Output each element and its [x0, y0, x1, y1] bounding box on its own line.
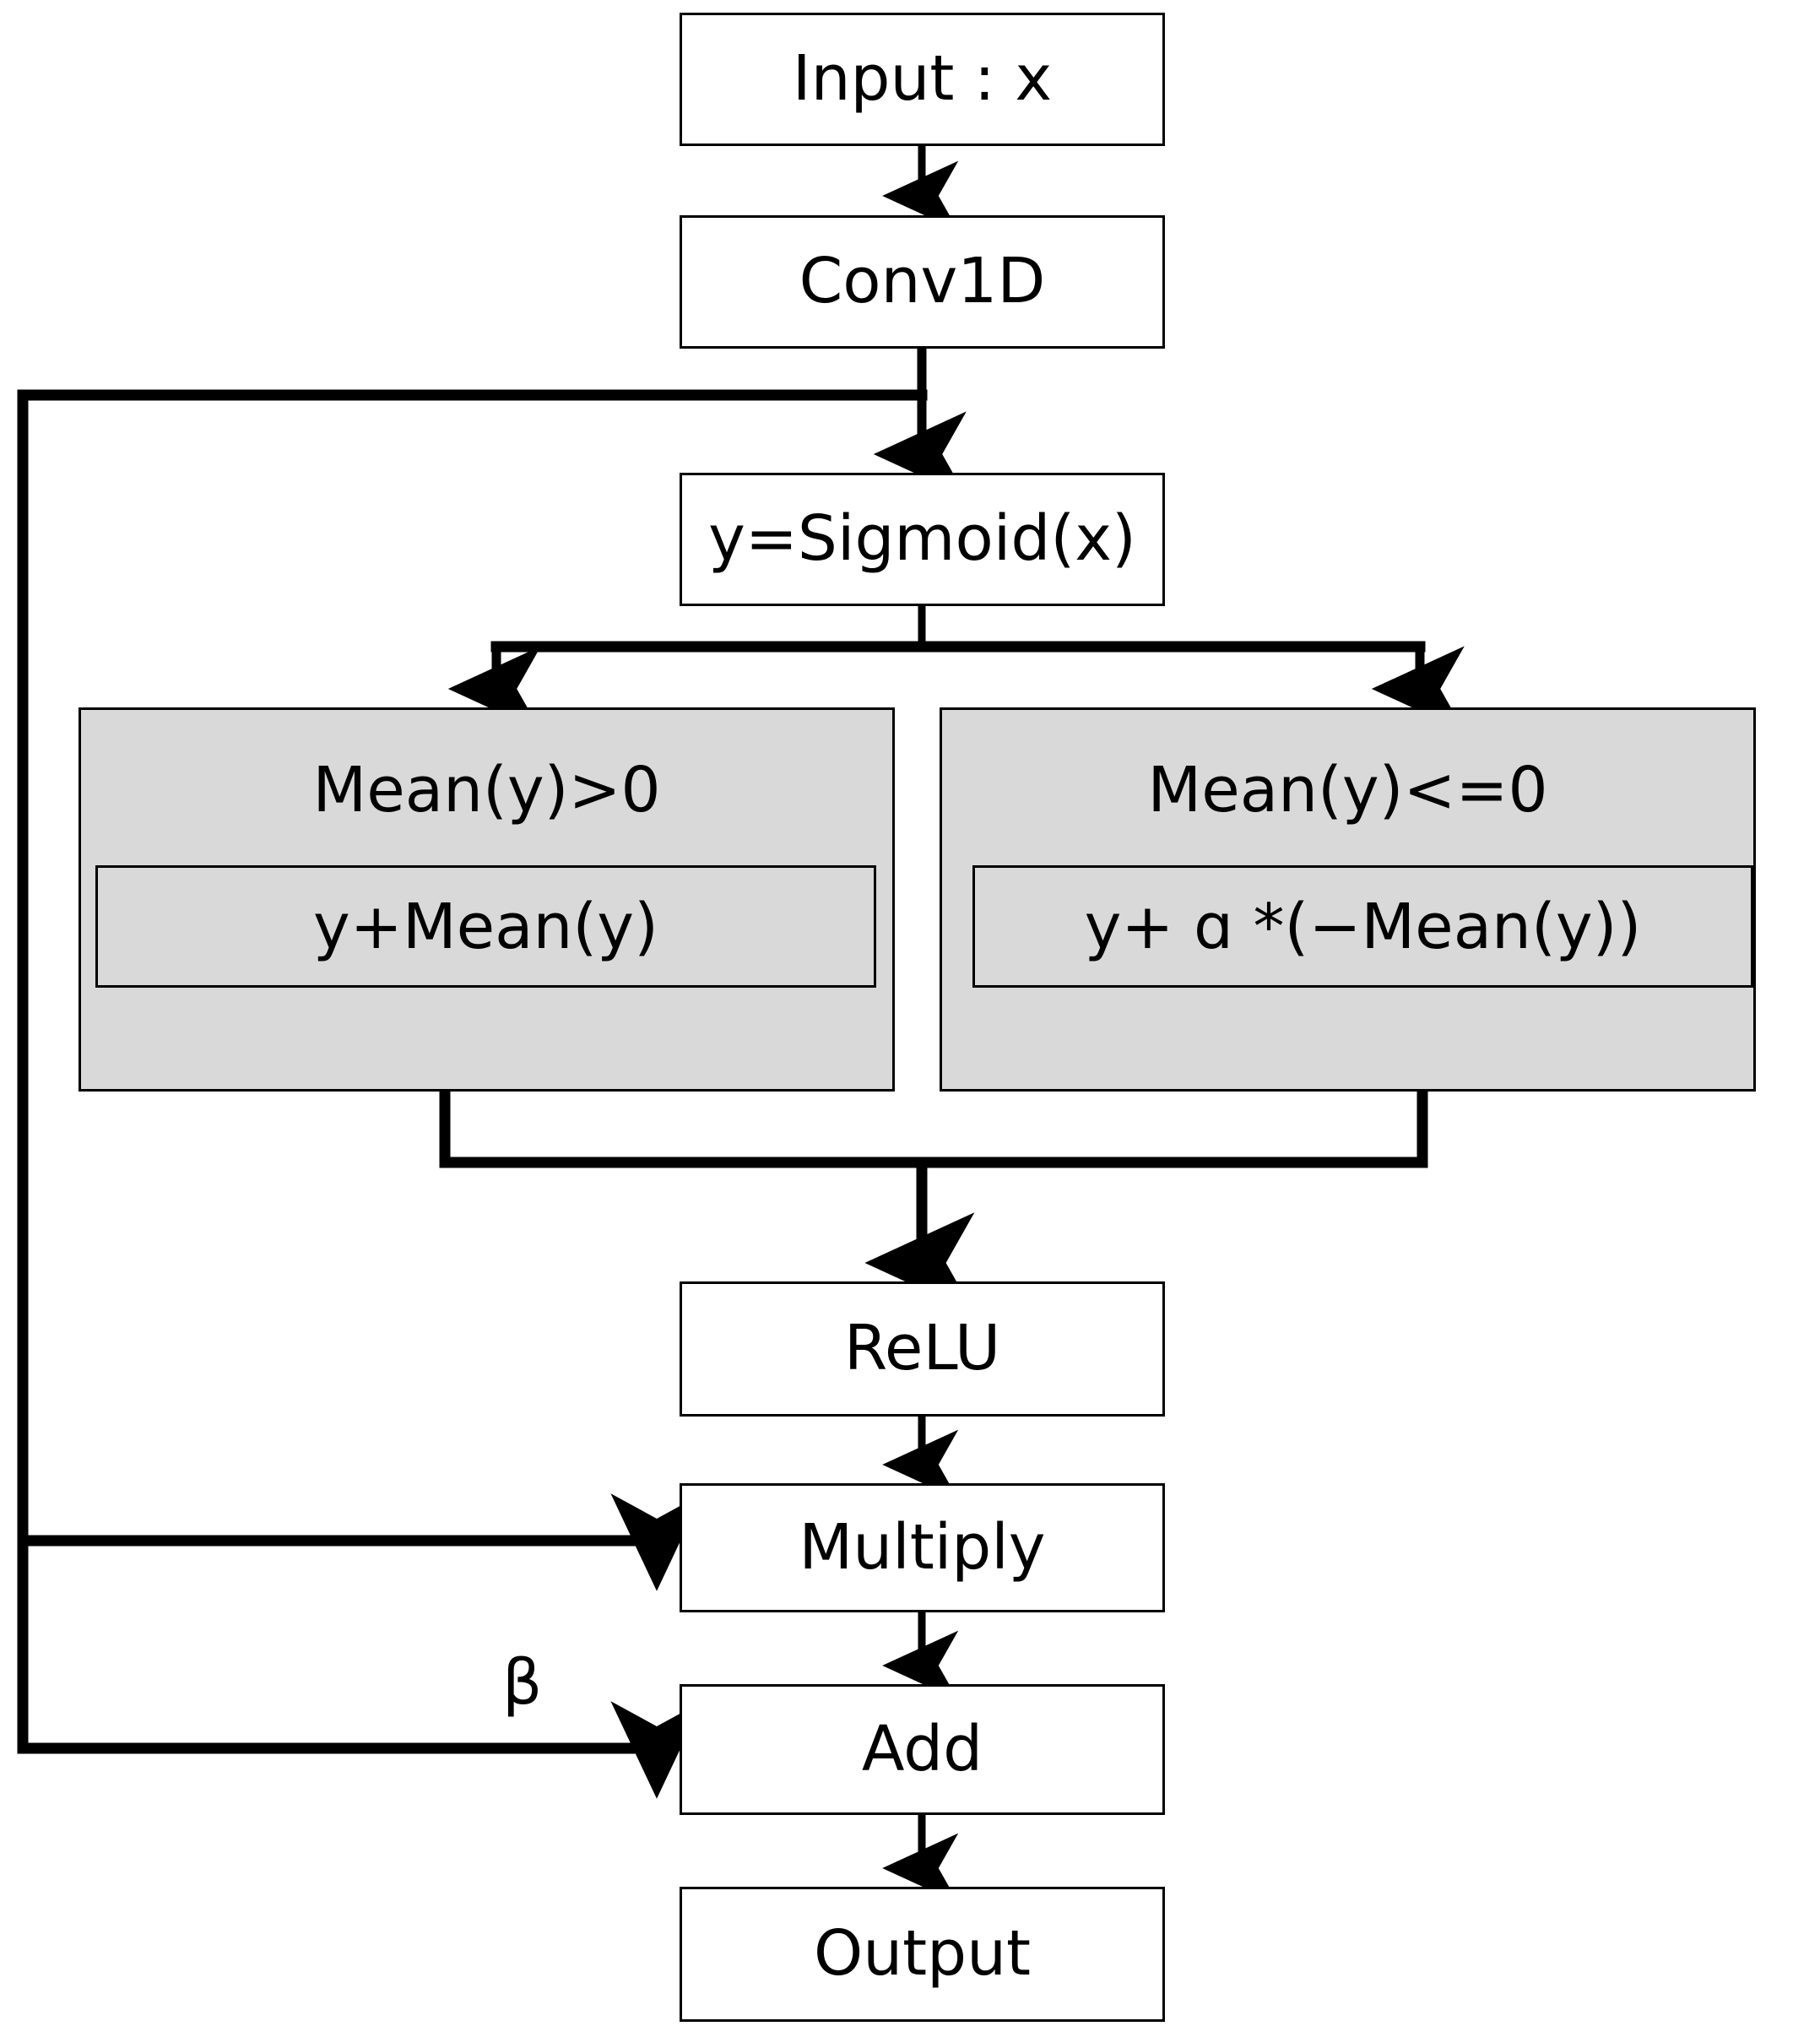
beta-edge-label: β: [502, 1646, 542, 1719]
node-multiply-label: Multiply: [799, 1510, 1046, 1584]
branch-positive-expression-box[interactable]: y+Mean(y): [95, 865, 876, 988]
branch-positive-expression: y+Mean(y): [313, 890, 658, 963]
node-sigmoid[interactable]: y=Sigmoid(x): [680, 473, 1165, 606]
node-input[interactable]: Input : x: [680, 13, 1165, 146]
branch-nonpositive-expression-box[interactable]: y+ ɑ *(−Mean(y)): [972, 865, 1753, 988]
edge-sigmoid-split: [447, 606, 1465, 732]
edge-branches-merge-to-relu: [439, 1086, 1428, 1314]
node-relu[interactable]: ReLU: [680, 1281, 1165, 1417]
branch-nonpositive-expression: y+ ɑ *(−Mean(y)): [1084, 890, 1642, 963]
node-input-label: Input : x: [792, 42, 1053, 116]
beta-symbol: β: [502, 1646, 543, 1719]
node-output-label: Output: [813, 1917, 1032, 1991]
branch-positive-condition: Mean(y)>0: [312, 754, 661, 826]
node-add[interactable]: Add: [680, 1684, 1165, 1815]
node-add-label: Add: [861, 1712, 983, 1785]
node-conv1d[interactable]: Conv1D: [680, 215, 1165, 349]
node-output[interactable]: Output: [680, 1887, 1165, 2022]
node-sigmoid-label: y=Sigmoid(x): [708, 502, 1136, 576]
node-conv1d-label: Conv1D: [799, 245, 1046, 318]
branch-nonpositive-condition: Mean(y)<=0: [1147, 754, 1548, 826]
node-multiply[interactable]: Multiply: [680, 1483, 1165, 1612]
node-relu-label: ReLU: [843, 1312, 1001, 1385]
